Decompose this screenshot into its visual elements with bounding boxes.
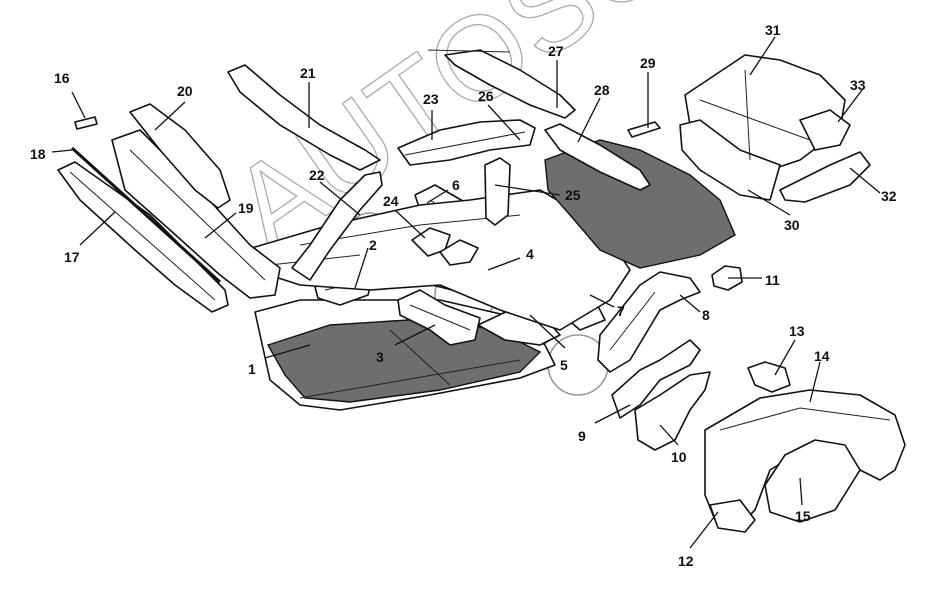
part-trunk-panel [679,54,851,201]
callout-26: 26 [478,88,494,104]
callout-23: 23 [423,91,439,107]
leader-lines [51,36,881,549]
callout-2: 2 [369,237,377,253]
callout-28: 28 [594,82,610,98]
callout-33: 33 [850,77,866,93]
callout-9: 9 [578,428,586,444]
callout-8: 8 [702,307,710,323]
part-post-25 [484,157,511,226]
callout-3: 3 [376,349,384,365]
part-rear-panel-32 [779,151,871,203]
callout-30: 30 [784,217,800,233]
part-strip-18 [70,146,222,284]
part-rod-16 [74,116,98,130]
callout-27: 27 [548,43,564,59]
callout-11: 11 [765,272,780,288]
part-bracket-11 [711,265,743,291]
callout-14: 14 [814,348,830,364]
callout-16: 16 [54,70,70,86]
callout-13: 13 [789,323,805,339]
callout-1: 1 [248,361,256,377]
part-rail-28 [544,123,651,191]
callout-7: 7 [617,303,625,319]
part-header-21 [227,64,381,171]
part-bracket-13 [747,361,791,393]
part-rear-rail-7-8 [597,271,701,373]
part-rod-29 [627,121,661,138]
callout-21: 21 [300,65,316,81]
callout-labels: 1 2 3 4 5 6 7 8 9 10 11 12 13 14 15 16 1… [30,22,897,569]
callout-6: 6 [452,177,460,193]
part-quarter-panel [704,389,906,533]
part-wheel-arch-10 [634,371,711,451]
callout-4: 4 [526,246,534,262]
callout-25: 25 [565,187,581,203]
callout-12: 12 [678,553,694,569]
callout-29: 29 [640,55,656,71]
part-cross-beam-23 [397,119,536,166]
callout-20: 20 [177,83,193,99]
callout-17: 17 [64,249,80,265]
part-pillar-22 [291,171,383,281]
callout-15: 15 [795,508,811,524]
part-rail-27 [427,49,576,119]
callout-10: 10 [671,449,687,465]
callout-18: 18 [30,146,46,162]
part-cross-member-3 [397,289,481,346]
callout-31: 31 [765,22,781,38]
part-rear-floor [544,139,736,269]
callout-19: 19 [238,200,254,216]
callout-24: 24 [383,193,399,209]
callout-22: 22 [309,167,325,183]
callout-5: 5 [560,357,568,373]
callout-32: 32 [881,188,897,204]
part-bracket-9 [611,339,701,419]
